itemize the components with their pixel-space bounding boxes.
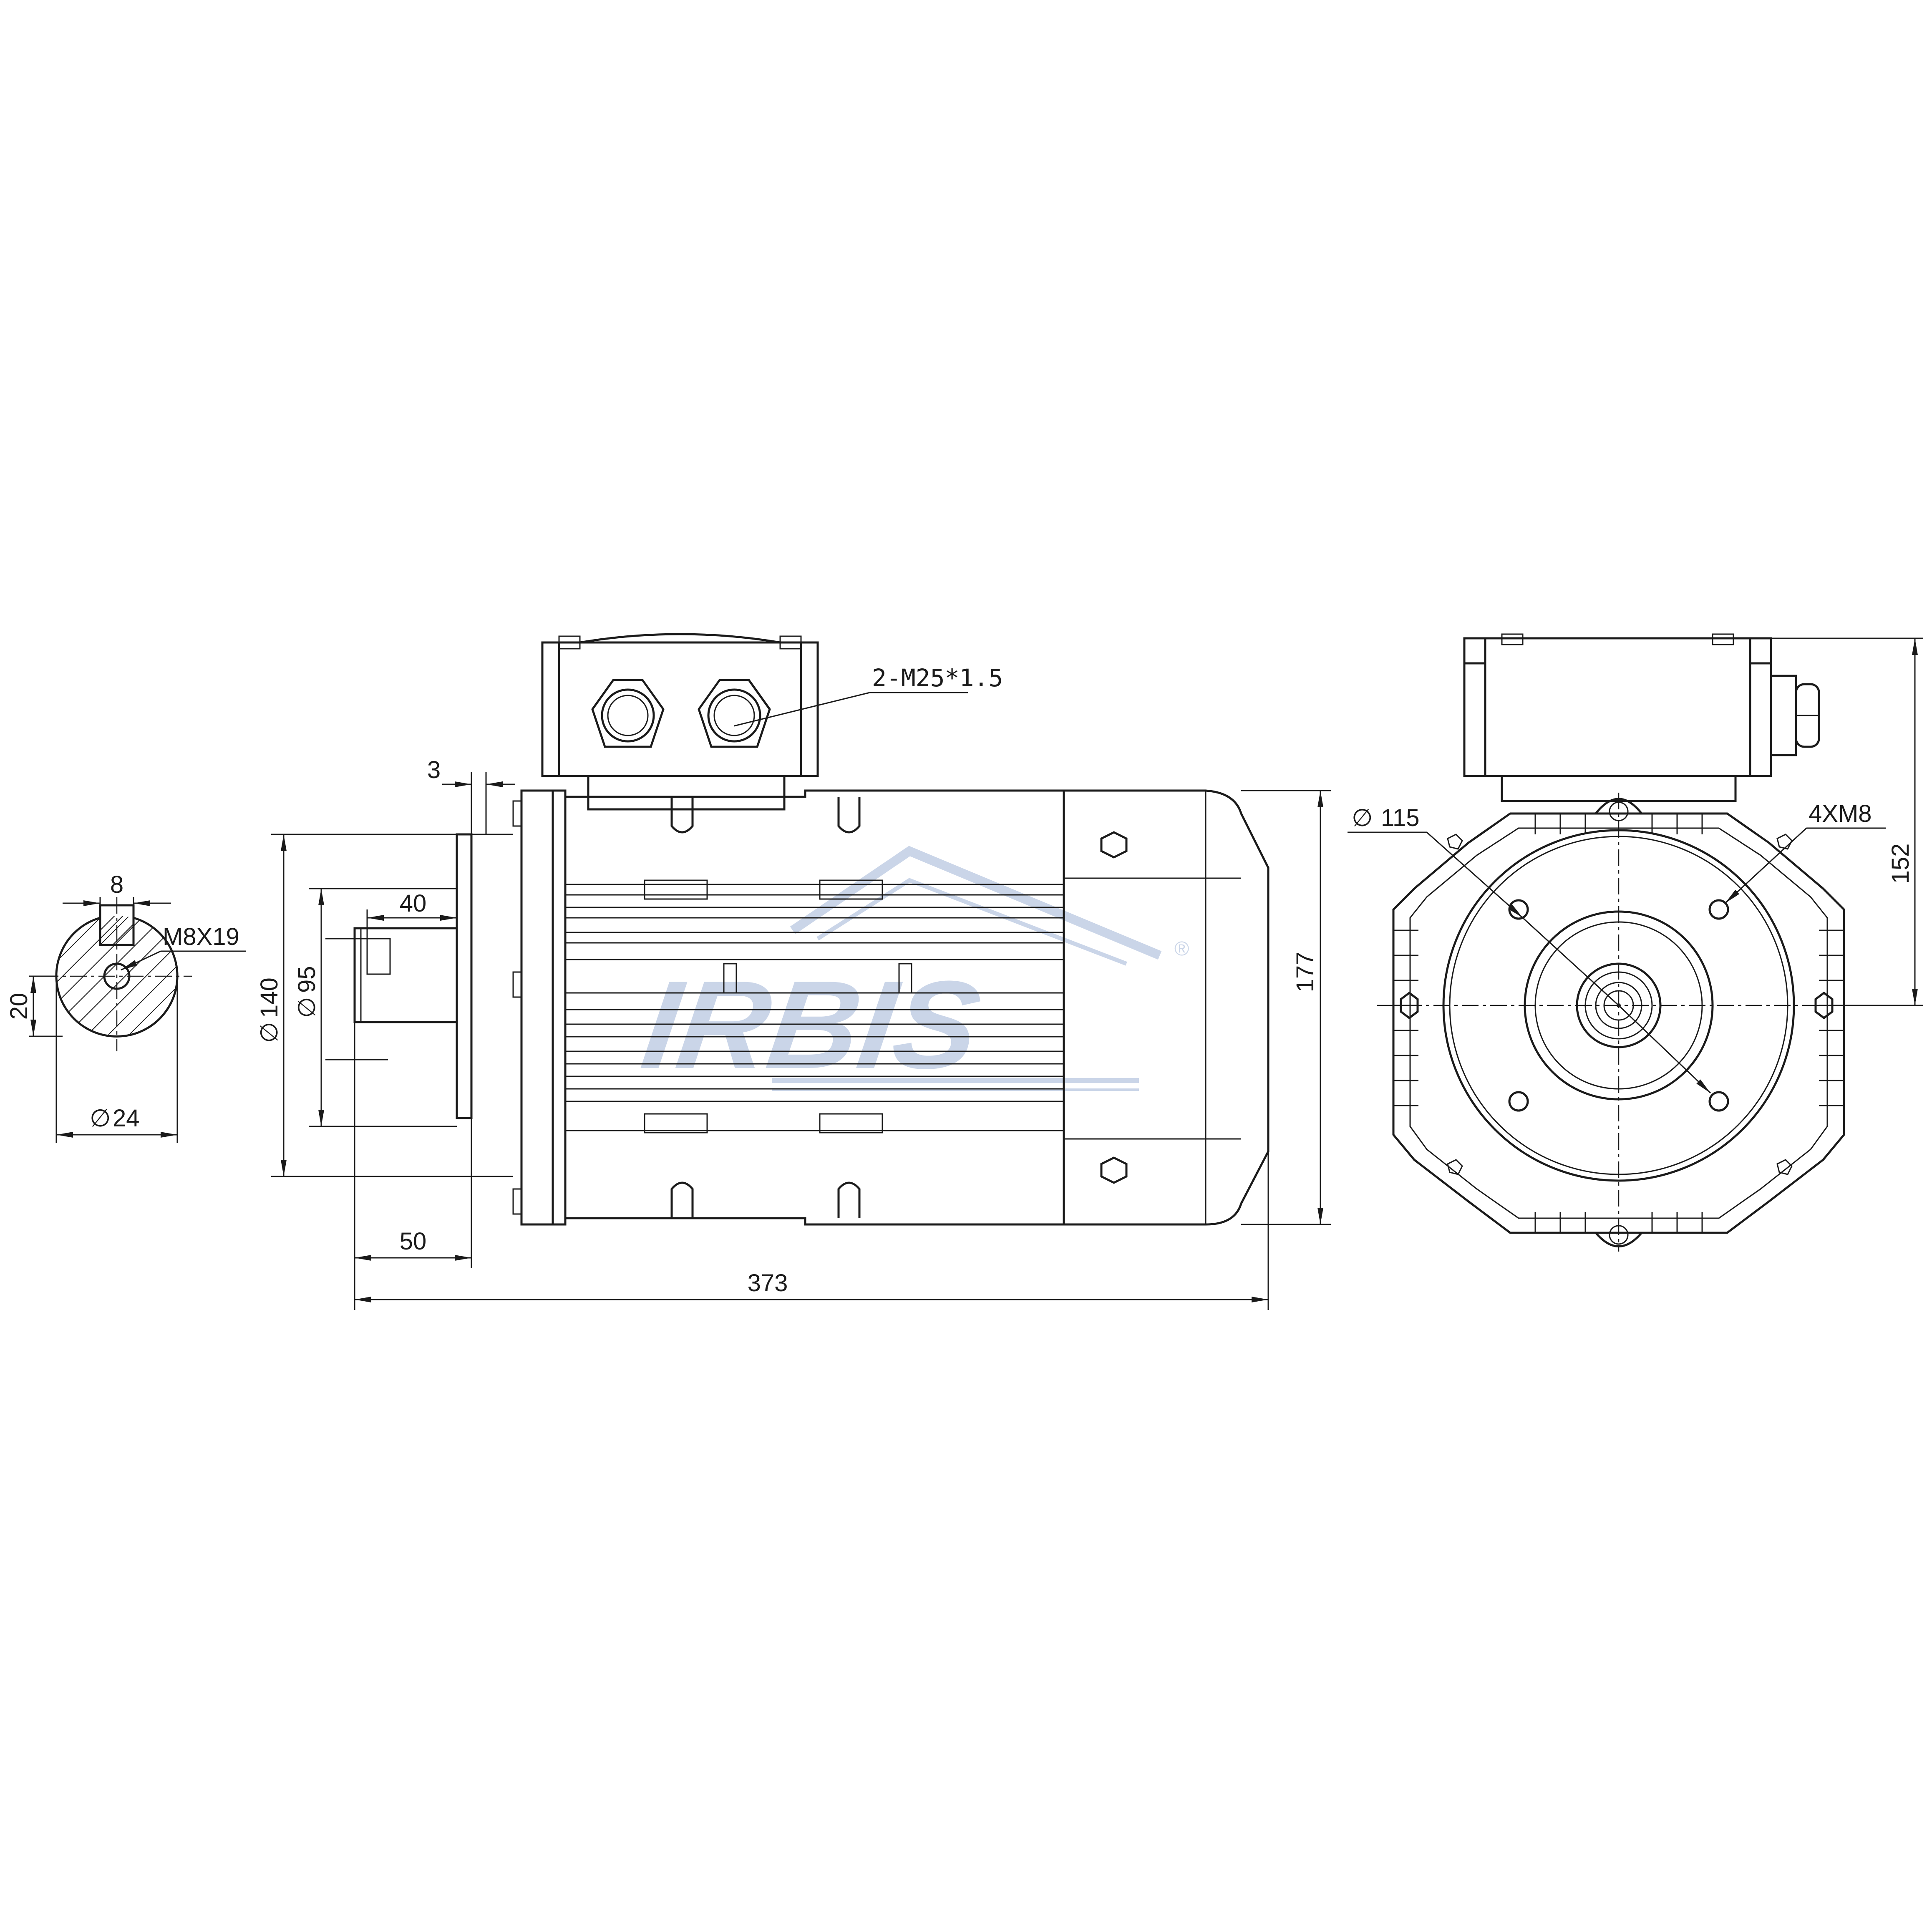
pitch-circle-symbol: ∅ xyxy=(1352,804,1373,831)
shaft-section-view: 8 M8X19 20 ∅ 24 xyxy=(5,871,246,1143)
shaft-height-label: 152 xyxy=(1887,844,1914,884)
thread-hole-label: M8X19 xyxy=(163,923,239,950)
key-length-label: 40 xyxy=(400,890,427,917)
motor-end-view: ∅ 115 4XM8 152 xyxy=(1348,633,1923,1252)
end-terminal-box xyxy=(1463,637,1772,777)
shaft xyxy=(353,927,458,1023)
terminal-box xyxy=(541,641,819,777)
motor-side-view: 2-M25*1.5 xyxy=(256,633,1331,1310)
key-width-label: 8 xyxy=(110,871,123,898)
flange-plate xyxy=(456,833,473,1119)
cable-gland-2 xyxy=(698,679,771,748)
shaft-length-label: 50 xyxy=(400,1228,427,1255)
pitch-circle-label: 115 xyxy=(1381,804,1419,831)
flange-diameter-label: 140 xyxy=(256,977,283,1018)
spigot-diameter-symbol: ∅ xyxy=(293,997,320,1018)
fan-cover xyxy=(1064,789,1270,1226)
registered-mark: ® xyxy=(1174,938,1189,960)
spigot-diameter-label: 95 xyxy=(293,966,320,993)
overall-length-label: 373 xyxy=(748,1270,788,1297)
section-hatching xyxy=(56,916,177,1035)
flange-diameter-symbol: ∅ xyxy=(256,1022,283,1043)
overall-height-label: 177 xyxy=(1292,952,1319,992)
flange-thickness-label: 3 xyxy=(427,756,441,783)
cable-gland-label: 2-M25*1.5 xyxy=(872,664,1003,692)
shaft-diameter-symbol: ∅ xyxy=(90,1105,111,1132)
key-height-label: 20 xyxy=(5,993,33,1020)
cable-gland-1 xyxy=(591,679,665,748)
end-housing-outline xyxy=(1392,812,1845,1234)
mounting-holes-label: 4XM8 xyxy=(1809,800,1872,827)
shaft-diameter-label: 24 xyxy=(113,1105,140,1132)
